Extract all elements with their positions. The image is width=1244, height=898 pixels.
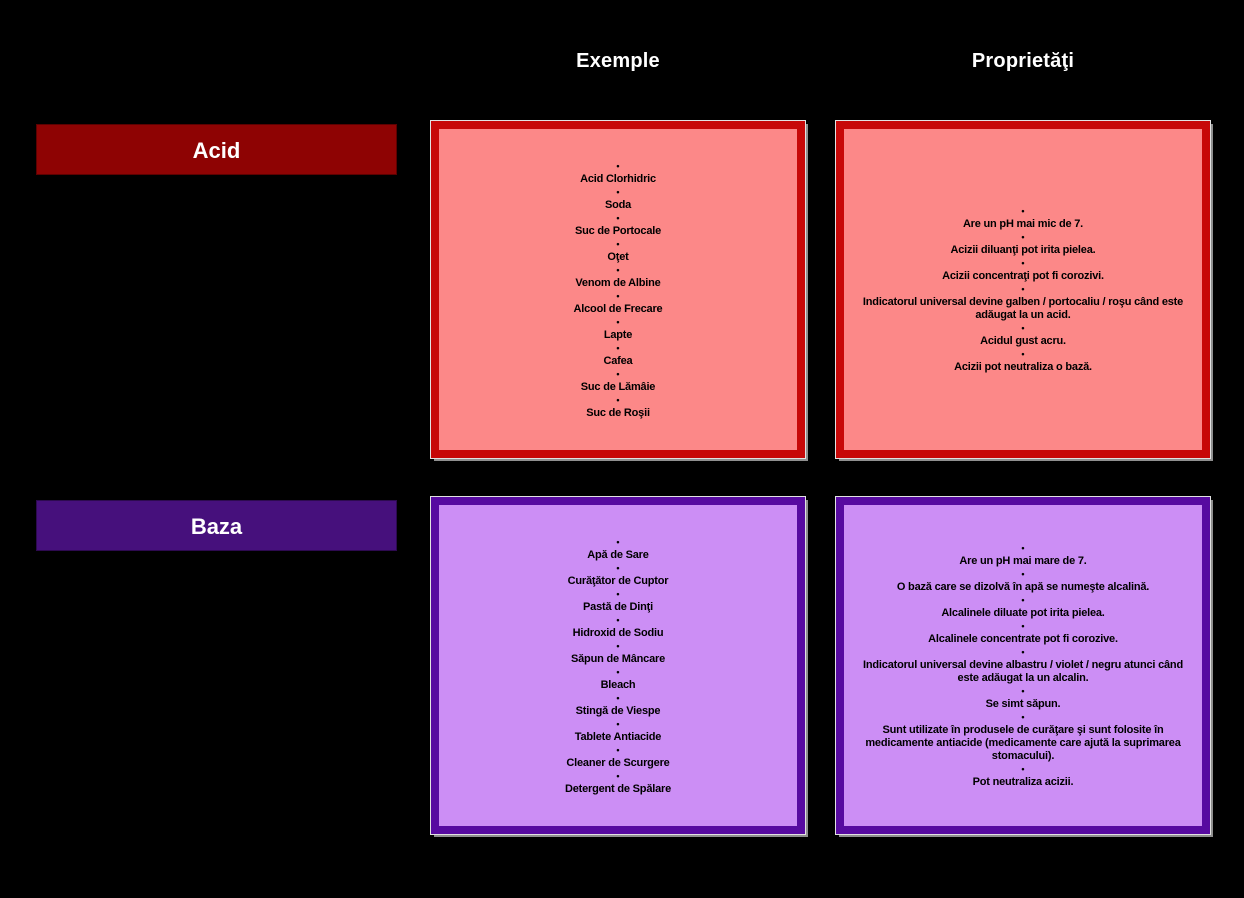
list-item-text: Suc de Roşii <box>586 406 650 419</box>
list-item-text: Acidul gust acru. <box>980 335 1066 347</box>
bullet-icon: • <box>1021 258 1025 268</box>
list-item-text: Sunt utilizate în produsele de curăţare … <box>865 724 1181 762</box>
bullet-icon: • <box>616 770 620 781</box>
bullet-icon: • <box>1021 595 1025 605</box>
bullet-icon: • <box>616 368 620 379</box>
acid-examples-box: •Acid Clorhidric•Soda•Suc de Portocale•O… <box>430 120 806 459</box>
list-item-text: Tablete Antiacide <box>574 730 662 743</box>
list-item-text: Pot neutraliza acizii. <box>972 776 1074 788</box>
bullet-icon: • <box>616 316 620 327</box>
bullet-icon: • <box>1021 764 1025 774</box>
bullet-icon: • <box>1021 712 1025 722</box>
bullet-icon: • <box>1021 686 1025 696</box>
base-properties-list: • Are un pH mai mare de 7. • O bază care se… <box>844 505 1202 826</box>
list-item-text: Suc de Lămâie <box>580 380 656 393</box>
list-item-text: Detergent de Spălare <box>564 782 672 795</box>
bullet-icon: • <box>616 562 620 573</box>
bullet-icon: • <box>1021 232 1025 242</box>
bullet-icon: • <box>616 342 620 353</box>
list-item-text: Cafea <box>603 354 633 367</box>
bullet-icon: • <box>616 394 620 405</box>
list-item-text: O bază care se dizolvă în apă se numeşte… <box>896 581 1150 593</box>
base-properties-box: • Are un pH mai mare de 7. • O bază care se… <box>835 496 1211 835</box>
list-item-text: Apă de Sare <box>587 548 649 561</box>
list-item-text: Oţet <box>607 250 629 263</box>
bullet-icon: • <box>616 160 620 171</box>
bullet-icon: • <box>616 212 620 223</box>
bullet-icon: • <box>616 744 620 755</box>
bullet-icon: • <box>616 186 620 197</box>
base-examples-box: •Apă de Sare•Curăţător de Cuptor•Pastă d… <box>430 496 806 835</box>
list-item-text: Cleaner de Scurgere <box>566 756 670 769</box>
row-label-acid: Acid <box>36 124 397 175</box>
list-item-text: Lapte <box>603 328 633 341</box>
list-item-text: Are un pH mai mic de 7. <box>962 218 1084 230</box>
list-item-text: Acizii pot neutraliza o bază. <box>954 361 1092 373</box>
acid-properties-box: • Are un pH mai mic de 7. • Acizii diluanţi… <box>835 120 1211 459</box>
bullet-icon: • <box>1021 284 1025 294</box>
acid-properties-list: • Are un pH mai mic de 7. • Acizii diluanţi… <box>844 129 1202 450</box>
list-item-text: Suc de Portocale <box>574 224 662 237</box>
column-header-exemple: Exemple <box>576 50 660 72</box>
list-item-text: Alcalinele diluate pot irita pielea. <box>941 607 1105 619</box>
bullet-icon: • <box>616 536 620 547</box>
bullet-icon: • <box>1021 569 1025 579</box>
list-item-text: Indicatorul universal devine albastru / … <box>863 659 1183 684</box>
bullet-icon: • <box>1021 206 1025 216</box>
list-item-text: Stingă de Viespe <box>575 704 661 717</box>
bullet-icon: • <box>616 588 620 599</box>
bullet-icon: • <box>616 718 620 729</box>
bullet-icon: • <box>1021 647 1025 657</box>
bullet-icon: • <box>616 238 620 249</box>
list-item-text: Acizii concentraţi pot fi corozivi. <box>942 270 1104 282</box>
acid-examples-list: •Acid Clorhidric•Soda•Suc de Portocale•O… <box>439 129 797 450</box>
bullet-icon: • <box>616 290 620 301</box>
list-item-text: Alcool de Frecare <box>573 302 663 315</box>
list-item-text: Acizii diluanţi pot irita pielea. <box>950 244 1096 256</box>
list-item-text: Săpun de Mâncare <box>571 652 665 665</box>
list-item-text: Alcalinele concentrate pot fi corozive. <box>928 633 1118 645</box>
list-item-text: Pastă de Dinţi <box>583 600 653 613</box>
list-item-text: Bleach <box>600 678 636 691</box>
bullet-icon: • <box>616 692 620 703</box>
list-item-text: Acid Clorhidric <box>580 172 656 185</box>
row-label-baza: Baza <box>36 500 397 551</box>
list-item-text: Hidroxid de Sodiu <box>572 626 664 639</box>
bullet-icon: • <box>616 666 620 677</box>
base-examples-list: •Apă de Sare•Curăţător de Cuptor•Pastă d… <box>439 505 797 826</box>
bullet-icon: • <box>616 614 620 625</box>
bullet-icon: • <box>1021 349 1025 359</box>
bullet-icon: • <box>1021 621 1025 631</box>
list-item-text: Soda <box>604 198 632 211</box>
bullet-icon: • <box>616 640 620 651</box>
list-item-text: Se simt săpun. <box>985 698 1061 710</box>
list-item-text: Indicatorul universal devine galben / po… <box>862 296 1184 321</box>
column-header-proprietati: Proprietăţi <box>971 50 1075 72</box>
list-item-text: Venom de Albine <box>575 276 661 289</box>
bullet-icon: • <box>1021 543 1025 553</box>
list-item-text: Are un pH mai mare de 7. <box>959 555 1087 567</box>
list-item-text: Curăţător de Cuptor <box>567 574 669 587</box>
bullet-icon: • <box>1021 323 1025 333</box>
bullet-icon: • <box>616 264 620 275</box>
